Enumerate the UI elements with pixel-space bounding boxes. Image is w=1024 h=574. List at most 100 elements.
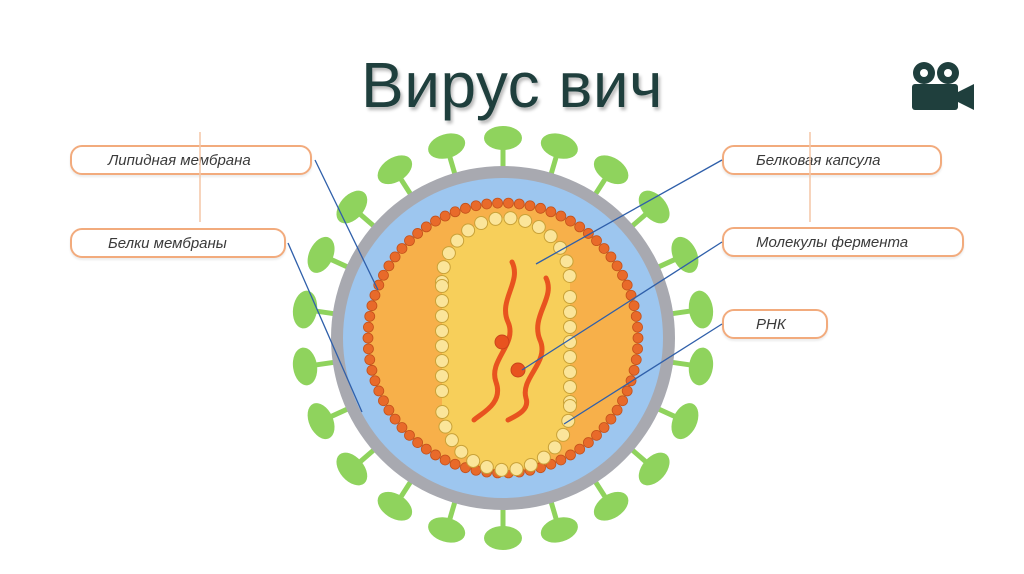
capsule-bead <box>563 365 577 379</box>
matrix-bead <box>545 206 557 218</box>
matrix-bead <box>591 429 602 441</box>
matrix-bead <box>481 198 493 210</box>
matrix-bead <box>364 310 376 322</box>
capsule-bead <box>435 384 449 398</box>
matrix-bead <box>555 454 567 466</box>
matrix-bead <box>611 260 623 272</box>
matrix-bead <box>449 458 461 470</box>
matrix-bead <box>369 375 381 387</box>
spike-head <box>593 155 629 185</box>
capsule-bead <box>438 419 453 434</box>
matrix-bead <box>460 202 471 214</box>
matrix-bead <box>591 235 602 247</box>
capsule-bead <box>488 211 503 226</box>
spike-head <box>688 347 714 386</box>
matrix-bead <box>373 385 385 397</box>
matrix-bead <box>378 269 389 281</box>
capsule-bead <box>518 213 533 228</box>
capsule-bead <box>435 339 449 353</box>
spike-head <box>638 190 670 224</box>
label-lipid-membrane: Липидная мембрана <box>70 145 312 175</box>
capsule-bead <box>553 240 568 255</box>
pointer-membrane-proteins <box>287 242 363 413</box>
label-lipid-membrane-text: Липидная мембрана <box>108 151 251 169</box>
spike-head <box>377 491 413 521</box>
matrix-bead <box>535 202 546 214</box>
matrix-bead <box>404 429 415 441</box>
spike-head <box>428 133 466 159</box>
spike-head <box>377 155 413 185</box>
matrix-bead <box>632 343 643 355</box>
spike-head <box>484 126 522 150</box>
capsule-bead <box>563 305 577 319</box>
rna-strand-2 <box>505 275 551 423</box>
label-membrane-proteins-text: Белки мембраны <box>108 234 227 252</box>
capsule-bead <box>479 460 494 475</box>
matrix-bead <box>524 200 536 212</box>
matrix-beads <box>362 197 644 479</box>
matrix-bead <box>430 215 441 227</box>
matrix-bead <box>449 206 461 218</box>
matrix-bead <box>383 404 395 416</box>
capsule-bead <box>450 233 465 248</box>
matrix-bead <box>430 449 441 461</box>
matrix-bead <box>363 321 374 333</box>
spike-head <box>484 526 522 550</box>
matrix-bead <box>605 251 617 263</box>
matrix-bead <box>611 404 623 416</box>
capsule-bead <box>435 309 449 323</box>
spike-head <box>593 491 629 521</box>
capsule-bead <box>435 354 449 368</box>
matrix-bead <box>389 251 401 263</box>
matrix-bead <box>632 321 643 333</box>
label-enzyme-molecules: Молекулы фермента <box>722 227 964 257</box>
capsule-bead <box>556 427 571 442</box>
pointer-protein-capsule <box>535 159 723 265</box>
matrix-bead <box>565 449 576 461</box>
label-protein-capsule: Белковая капсула <box>722 145 942 175</box>
matrix-bead <box>574 443 586 455</box>
matrix-bead <box>383 260 395 272</box>
capsule-bead <box>435 369 449 383</box>
matrix-bead <box>503 197 514 209</box>
matrix-bead <box>389 413 401 425</box>
matrix-bead <box>420 443 432 455</box>
spike-head <box>336 452 368 486</box>
enzyme-molecule-1 <box>494 334 510 350</box>
spike-head <box>671 403 699 440</box>
video-camera-icon[interactable] <box>908 60 976 112</box>
capsule-bead <box>509 462 524 477</box>
capsule-bead <box>435 405 450 420</box>
matrix-bead <box>362 332 374 344</box>
label-rna-text: РНК <box>756 315 786 333</box>
matrix-bead <box>598 422 610 433</box>
capsule-bead <box>563 335 577 349</box>
capsule-bead <box>444 433 459 448</box>
capsule-bead <box>562 268 577 283</box>
label-protein-capsule-text: Белковая капсула <box>756 151 881 169</box>
matrix-bead <box>621 279 633 291</box>
matrix-bead <box>412 228 424 239</box>
matrix-bead <box>513 198 525 210</box>
capsule-bead <box>559 254 574 269</box>
spike-head <box>292 290 318 329</box>
matrix-bead <box>366 364 378 376</box>
matrix-bead <box>369 289 381 301</box>
matrix-bead <box>364 354 376 366</box>
matrix-bead <box>396 243 408 254</box>
capsule-bead <box>436 260 451 275</box>
capsule-bead <box>441 246 456 261</box>
matrix-bead <box>378 395 389 407</box>
capsule-bead <box>536 450 551 465</box>
capsule-bead <box>563 320 577 334</box>
matrix-bead <box>439 210 451 222</box>
matrix-bead <box>628 364 640 376</box>
label-enzyme-molecules-text: Молекулы фермента <box>756 233 909 251</box>
spike-head <box>336 190 368 224</box>
matrix-bead <box>396 422 408 433</box>
spike-head <box>688 290 714 329</box>
spike-head <box>540 517 578 543</box>
matrix-bead <box>605 413 617 425</box>
capsule-bead <box>547 440 562 455</box>
spike-head <box>307 403 335 440</box>
